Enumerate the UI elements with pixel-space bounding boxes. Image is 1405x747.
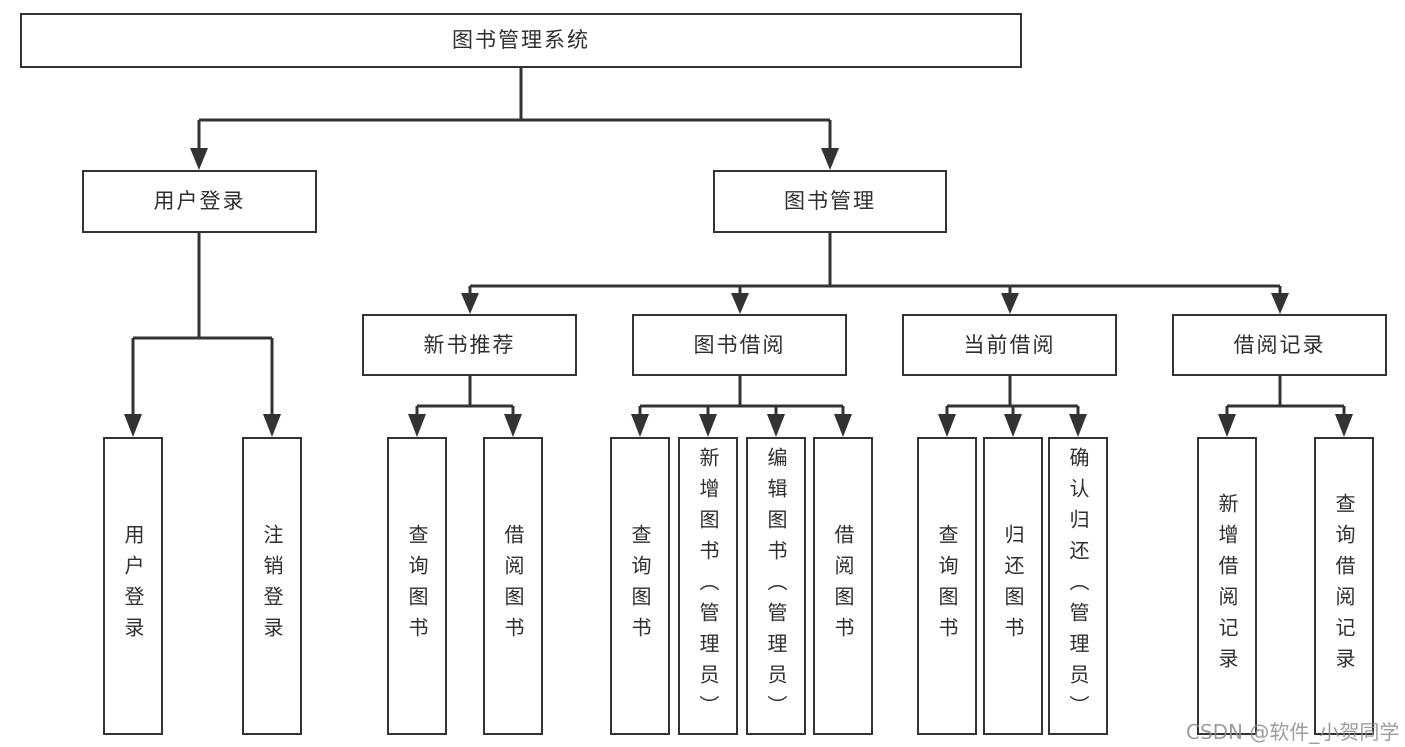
leaf-query-books-3: 查询图书 [917, 437, 977, 735]
node-book-management-branch: 图书管理 [713, 170, 947, 233]
watermark-text: CSDN @软件_小贺同学 [1186, 720, 1400, 744]
leaf-logout: 注销登录 [242, 437, 302, 735]
arrowhead-icon [1001, 293, 1019, 314]
arrowhead-icon [767, 414, 785, 437]
leaf-borrow-books-2: 借阅图书 [813, 437, 873, 735]
node-book-borrow: 图书借阅 [632, 314, 847, 376]
leaf-edit-books-admin: 编辑图书（管理员） [746, 437, 806, 735]
arrowhead-icon [1218, 414, 1236, 437]
node-current-borrow: 当前借阅 [902, 314, 1117, 376]
leaf-borrow-books-1: 借阅图书 [483, 437, 543, 735]
node-root-system: 图书管理系统 [20, 13, 1022, 68]
node-user-login-branch: 用户登录 [82, 170, 317, 233]
arrowhead-icon [408, 414, 426, 437]
leaf-query-books-2: 查询图书 [610, 437, 670, 735]
leaf-query-borrow-record: 查询借阅记录 [1314, 437, 1374, 735]
arrowhead-icon [699, 414, 717, 437]
arrowhead-icon [1069, 414, 1087, 437]
node-new-book-recommend: 新书推荐 [362, 314, 577, 376]
leaf-return-books: 归还图书 [983, 437, 1043, 735]
arrowhead-icon [1004, 414, 1022, 437]
leaf-user-login: 用户登录 [103, 437, 163, 735]
leaf-add-books-admin: 新增图书（管理员） [678, 437, 738, 735]
arrowhead-icon [731, 293, 749, 314]
leaf-confirm-return-admin: 确认归还（管理员） [1048, 437, 1108, 735]
arrowhead-icon [631, 414, 649, 437]
node-borrow-records: 借阅记录 [1172, 314, 1387, 376]
arrowhead-icon [124, 414, 142, 437]
arrowhead-icons [124, 148, 1353, 437]
arrowhead-icon [263, 414, 281, 437]
arrowhead-icon [834, 414, 852, 437]
arrowhead-icon [1271, 293, 1289, 314]
arrowhead-icon [821, 148, 839, 170]
arrowhead-icon [938, 414, 956, 437]
leaf-query-books-1: 查询图书 [387, 437, 447, 735]
arrowhead-icon [504, 414, 522, 437]
arrowhead-icon [461, 293, 479, 314]
arrowhead-icon [190, 148, 208, 170]
leaf-add-borrow-record: 新增借阅记录 [1197, 437, 1257, 735]
arrowhead-icon [1335, 414, 1353, 437]
